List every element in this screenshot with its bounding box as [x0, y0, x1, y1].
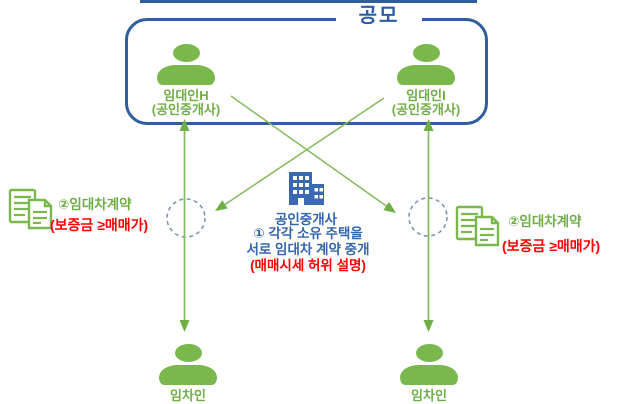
landlord-right-role: (공인중개사) [391, 102, 461, 117]
tenant-right: 임차인 [374, 344, 484, 403]
broker-note: ① 각각 소유 주택을 서로 임대차 계약 중개 (매매시세 허위 설명) [213, 226, 403, 274]
arrowhead-down-left [179, 320, 190, 332]
person-icon-body [157, 65, 215, 85]
person-icon-body [159, 365, 217, 385]
broker-note-warning: (매매시세 허위 설명) [250, 258, 366, 273]
person-icon [415, 344, 443, 362]
landlord-right: 임대인I (공인중개사) [371, 44, 481, 117]
person-icon-body [397, 65, 455, 85]
person-icon [172, 44, 200, 62]
arrowhead-down-right [423, 320, 434, 332]
person-icon [174, 344, 202, 362]
contract-left-label: ②임대차계약 [58, 197, 132, 212]
landlord-right-name: 임대인I [406, 88, 446, 103]
broker-label: 공인중개사 [274, 212, 338, 227]
dashed-circle-left [166, 198, 206, 238]
dashed-circle-right [408, 197, 448, 237]
landlord-left-label: 임대인H (공인중개사) [152, 89, 220, 117]
broker-block: 공인중개사 [226, 172, 386, 228]
landlord-left-role: (공인중개사) [151, 102, 221, 117]
broker-note-line1: ① 각각 소유 주택을 [253, 226, 363, 241]
documents-icon [455, 205, 500, 247]
collusion-title: 공모 [336, 3, 422, 29]
person-icon-body [400, 365, 458, 385]
tenant-left-label: 임차인 [170, 388, 206, 403]
documents-icon [8, 188, 53, 230]
landlord-left: 임대인H (공인중개사) [131, 44, 241, 117]
landlord-right-label: 임대인I (공인중개사) [392, 89, 460, 117]
contract-left-condition: (보증금 ≥매매가) [50, 217, 149, 233]
landlord-left-name: 임대인H [163, 88, 209, 103]
contract-right-condition: (보증금 ≥매매가) [502, 238, 601, 254]
contract-right-label: ②임대차계약 [508, 214, 582, 229]
tenant-right-label: 임차인 [411, 388, 447, 403]
building-icon [289, 172, 324, 205]
person-icon [412, 44, 440, 62]
broker-note-line2: 서로 임대차 계약 중개 [246, 242, 370, 257]
top-border-artifact [140, 0, 477, 3]
tenant-left: 임차인 [133, 344, 243, 403]
